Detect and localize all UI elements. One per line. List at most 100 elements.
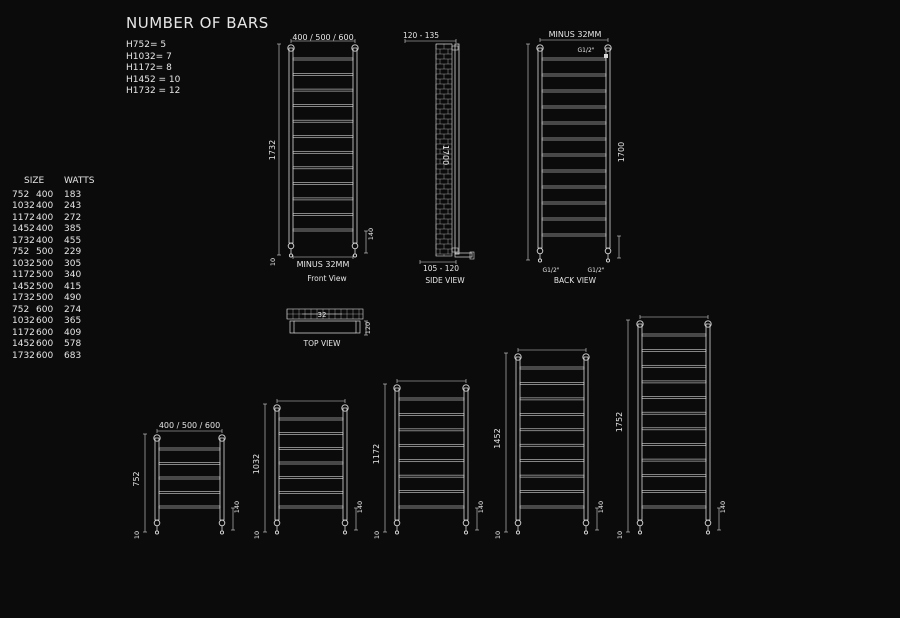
bar-count-item: H1452 = 10 bbox=[126, 74, 181, 85]
cell-width: 600 bbox=[36, 339, 54, 349]
valve bbox=[273, 519, 281, 527]
size-height-label: 752 bbox=[132, 471, 141, 486]
cell-watts: 274 bbox=[64, 304, 82, 315]
wall-bracket bbox=[451, 247, 459, 253]
valve-knob bbox=[154, 530, 160, 535]
back-view-label: BACK VIEW bbox=[554, 276, 597, 285]
rail-left bbox=[274, 407, 280, 521]
cell-width: 400 bbox=[36, 201, 54, 211]
cell-size: 1172 bbox=[12, 327, 35, 338]
rail-left bbox=[537, 47, 543, 249]
towel-bar bbox=[541, 233, 607, 237]
cell-size: 1172 bbox=[12, 270, 35, 280]
valve bbox=[341, 519, 349, 527]
towel-bar bbox=[292, 182, 354, 185]
towel-bar bbox=[158, 447, 221, 451]
towel-bar bbox=[158, 462, 221, 465]
side-height-label: 1700 bbox=[441, 145, 450, 165]
towel-bar bbox=[541, 89, 607, 93]
cell-watts: 409 bbox=[64, 327, 82, 338]
towel-bar bbox=[398, 505, 465, 509]
towel-bar bbox=[278, 476, 344, 479]
rail-right bbox=[705, 323, 711, 521]
towel-bar bbox=[278, 461, 344, 465]
rail-cap bbox=[514, 353, 522, 361]
towel-bar bbox=[158, 505, 221, 509]
cell-watts: 578 bbox=[64, 339, 82, 349]
cell-watts: 305 bbox=[64, 258, 82, 269]
cell-width: 400 bbox=[36, 235, 54, 246]
cell-watts: 490 bbox=[64, 293, 82, 303]
valve bbox=[351, 242, 359, 250]
cell-size: 1732 bbox=[12, 350, 35, 361]
cell-width: 600 bbox=[36, 350, 54, 361]
towel-bar bbox=[641, 380, 707, 384]
back-valve-marker bbox=[604, 54, 608, 58]
rail-right bbox=[605, 47, 611, 249]
rail-left bbox=[288, 47, 294, 244]
cell-size: 752 bbox=[12, 247, 30, 257]
rail-cap bbox=[582, 353, 590, 361]
valve-knob bbox=[515, 530, 521, 535]
towel-bar bbox=[541, 57, 607, 61]
valve bbox=[218, 519, 226, 527]
cell-width: 400 bbox=[36, 224, 54, 234]
size-bottom-label: 140 bbox=[719, 501, 727, 513]
bar-count-item: H752= 5 bbox=[126, 40, 167, 50]
towel-bar bbox=[519, 366, 585, 370]
towel-bar bbox=[641, 411, 707, 415]
towel-bar bbox=[158, 491, 221, 494]
towel-bar bbox=[292, 197, 354, 201]
cell-watts: 243 bbox=[64, 201, 82, 211]
towel-bar bbox=[541, 201, 607, 205]
towel-bar bbox=[519, 459, 585, 462]
rail-right bbox=[583, 356, 589, 521]
towel-bar bbox=[292, 150, 354, 154]
cell-watts: 272 bbox=[64, 212, 82, 223]
side-view bbox=[404, 39, 475, 264]
towel-bar bbox=[641, 474, 707, 478]
towel-bar bbox=[398, 413, 465, 416]
towel-bar bbox=[292, 88, 354, 92]
towel-bar bbox=[641, 458, 707, 462]
bar-count-item: H1032= 7 bbox=[126, 51, 172, 62]
towel-bar bbox=[292, 213, 354, 216]
cell-width: 600 bbox=[36, 304, 54, 315]
rail-right bbox=[342, 407, 348, 521]
valve bbox=[604, 247, 612, 255]
rail-left bbox=[394, 387, 400, 521]
front-height-label: 1732 bbox=[268, 140, 277, 160]
towel-bar bbox=[292, 135, 354, 139]
bar-count-list: H752= 5 H1032= 7 H1172= 8 H1452 = 10 H17… bbox=[126, 40, 180, 98]
valve bbox=[287, 242, 295, 250]
top-depth-label: 120 bbox=[364, 322, 372, 334]
header-size: SIZE bbox=[24, 176, 45, 186]
towel-bar bbox=[398, 443, 465, 447]
towel-bar bbox=[641, 349, 707, 352]
cell-size: 1032 bbox=[12, 258, 35, 269]
bar-count-item: H1172= 8 bbox=[126, 63, 172, 73]
side-view-label: SIDE VIEW bbox=[425, 276, 465, 285]
top-view bbox=[286, 308, 368, 336]
cell-width: 500 bbox=[36, 247, 54, 257]
towel-bar bbox=[398, 428, 465, 432]
towel-bar bbox=[541, 105, 607, 109]
back-minus-label: MINUS 32MM bbox=[549, 30, 602, 39]
size-bottom-label: 140 bbox=[597, 501, 605, 513]
cell-watts: 340 bbox=[64, 270, 82, 280]
valve bbox=[704, 519, 712, 527]
cell-width: 600 bbox=[36, 316, 54, 326]
cell-size: 1032 bbox=[12, 316, 35, 326]
side-valve-knob bbox=[469, 251, 475, 260]
rail-cap bbox=[704, 320, 712, 328]
